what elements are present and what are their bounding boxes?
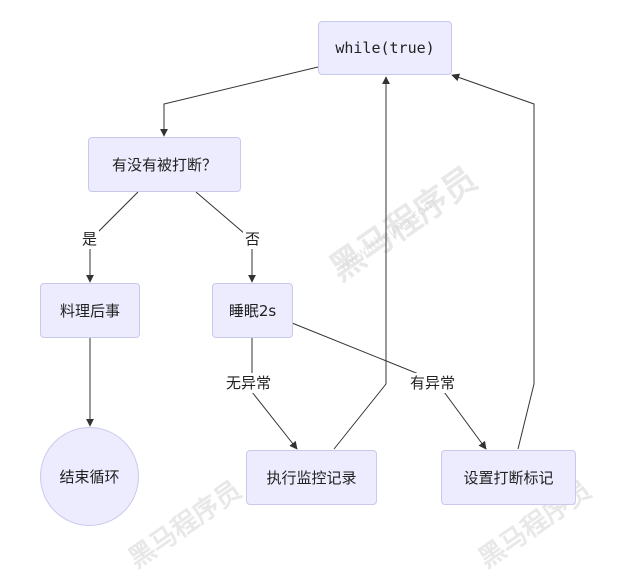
node-interrupted-question: 有没有被打断？: [88, 137, 241, 192]
node-log-monitor: 执行监控记录: [246, 450, 377, 505]
edge-label-has-exception: 有异常: [408, 373, 458, 393]
flowchart: 黑马程序员 www.itheima.com 黑马程序员 黑马程序员 while(…: [40, 21, 597, 574]
edge-log-to-while: [333, 76, 390, 450]
edge-flag-to-while: [451, 73, 535, 450]
edge-label-no: 否: [243, 229, 263, 249]
edge-label-yes: 是: [80, 229, 100, 249]
node-set-interrupt-flag: 设置打断标记: [441, 450, 576, 505]
node-while-true: while(true): [318, 21, 452, 75]
node-sleep: 睡眠2s: [212, 283, 293, 338]
edge-while-to-question: [160, 66, 319, 137]
edge-sleep-to-log: [251, 338, 298, 450]
node-end-loop: 结束循环: [40, 427, 139, 526]
edge-label-no-exception: 无异常: [224, 373, 274, 393]
node-handle-aftermath: 料理后事: [40, 283, 140, 338]
